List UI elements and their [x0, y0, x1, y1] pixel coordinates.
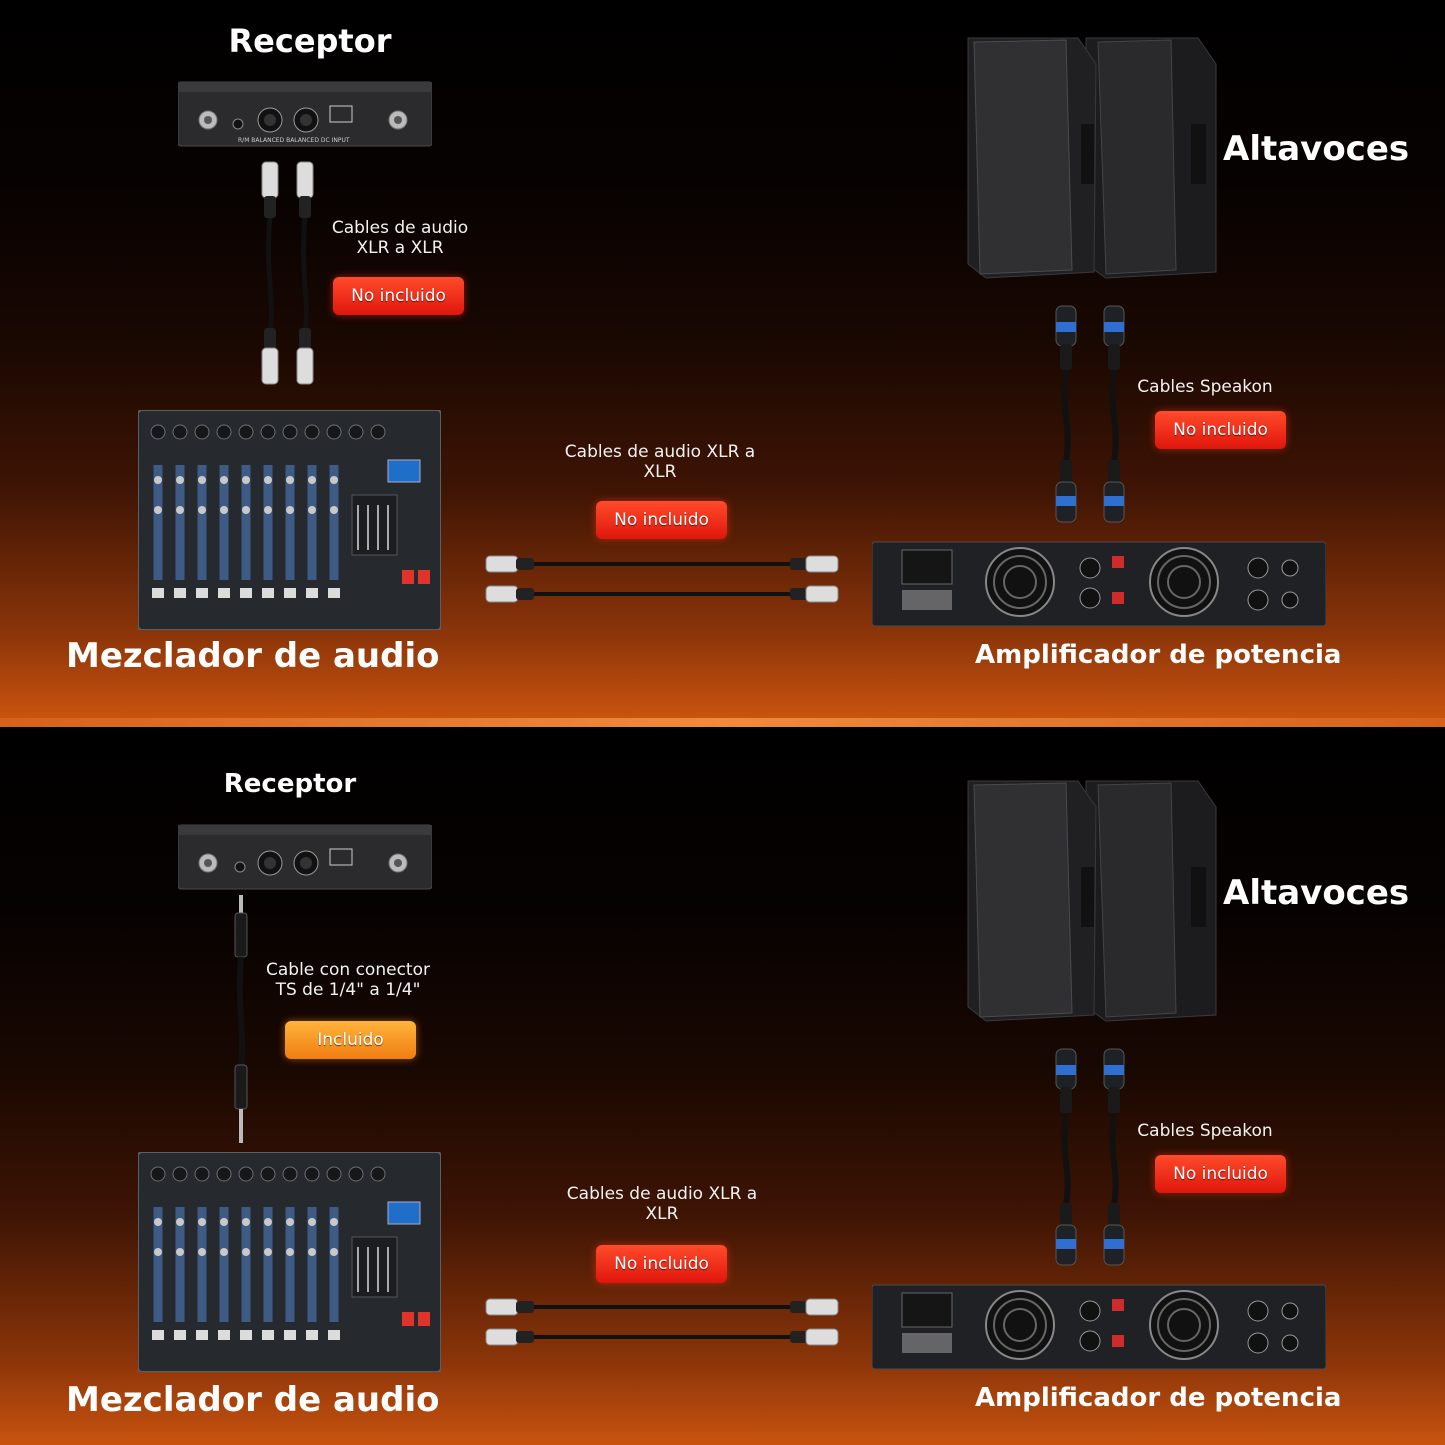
speakers-device: [966, 777, 1218, 1025]
xlr-cables-receiver-to-mixer: [255, 160, 325, 392]
xlr-cables-mixer-to-amp: [484, 550, 840, 612]
mixer-label: Mezclador de audio: [66, 636, 440, 676]
cable-receiver-caption: Cable con conector TS de 1/4" a 1/4": [266, 960, 430, 1000]
receiver-device: R/M BALANCED BALANCED DC INPUT: [178, 80, 432, 148]
not-included-badge: No incluido: [1155, 411, 1286, 449]
svg-text:R/M BALANCED BALANCED DC: R/M BALANCED BALANCED DC INPUT: [238, 137, 350, 144]
speakon-cables-amp-to-speakers: [1048, 304, 1132, 530]
amplifier-device: [872, 540, 1326, 630]
speakers-label: Altavoces: [1223, 873, 1410, 913]
panel-divider: [0, 718, 1445, 727]
cable-mixer-caption: Cables de audio XLR a XLR: [566, 1184, 758, 1224]
diagram-panel-ts: Receptor Cable con conector TS de 1/4" a…: [0, 727, 1445, 1445]
receiver-label: Receptor: [228, 22, 392, 60]
mixer-label: Mezclador de audio: [66, 1380, 440, 1420]
not-included-badge: No incluido: [1155, 1155, 1286, 1193]
not-included-badge: No incluido: [596, 501, 727, 539]
receiver-device: [178, 823, 432, 891]
xlr-cables-mixer-to-amp: [484, 1293, 840, 1355]
diagram-panel-xlr: Receptor R/M BALANCED BALANCED DC INPUT: [0, 0, 1445, 718]
cable-receiver-caption: Cables de audio XLR a XLR: [331, 218, 469, 258]
receiver-label: Receptor: [223, 769, 357, 799]
speakon-cables-amp-to-speakers: [1048, 1047, 1132, 1273]
speakers-label: Altavoces: [1223, 129, 1410, 169]
ts-cable-receiver-to-mixer: [228, 885, 254, 1151]
not-included-badge: No incluido: [333, 277, 464, 315]
mixer-device: [138, 410, 441, 630]
not-included-badge: No incluido: [596, 1245, 727, 1283]
cable-mixer-caption: Cables de audio XLR a XLR: [564, 442, 756, 482]
cable-speakon-caption: Cables Speakon: [1137, 377, 1273, 397]
speakers-device: [966, 34, 1218, 282]
amplifier-label: Amplificador de potencia: [975, 1383, 1342, 1413]
amplifier-label: Amplificador de potencia: [975, 640, 1342, 670]
cable-speakon-caption: Cables Speakon: [1137, 1121, 1273, 1141]
included-badge: Incluido: [285, 1021, 416, 1059]
amplifier-device: [872, 1283, 1326, 1373]
mixer-device: [138, 1152, 441, 1372]
